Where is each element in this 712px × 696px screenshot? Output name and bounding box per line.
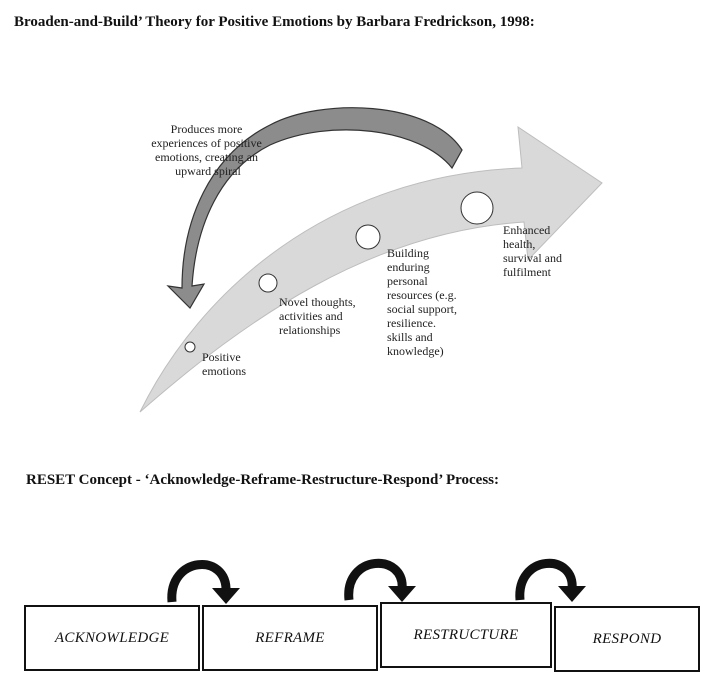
reset-arrow-2: [344, 558, 416, 602]
stage-circle-1: [184, 341, 196, 353]
broaden-build-title: Broaden-and-Build’ Theory for Positive E…: [14, 14, 535, 30]
step-restructure: RESTRUCTURE: [380, 602, 552, 668]
step-respond: RESPOND: [554, 606, 700, 672]
stage-circle-2: [258, 273, 278, 293]
reset-arrow-3: [515, 558, 586, 602]
stage-label-2: Novel thoughts, activities and relations…: [279, 295, 359, 337]
stage-circle-4: [460, 191, 494, 225]
reset-concept-title: RESET Concept - ‘Acknowledge-Reframe-Res…: [26, 472, 499, 488]
loop-label: Produces more experiences of positive em…: [151, 122, 265, 178]
stage-label-3: Building enduring personal resources (e.…: [387, 246, 460, 358]
stage-label-4: Enhanced health, survival and fulfilment: [503, 223, 565, 279]
step-reframe: REFRAME: [202, 605, 378, 671]
feedback-loop-arrow: [166, 107, 463, 309]
stage-label-1: Positive emotions: [202, 350, 246, 378]
reset-arrow-1: [167, 560, 240, 604]
stage-circle-3: [355, 224, 381, 250]
step-acknowledge: ACKNOWLEDGE: [24, 605, 200, 671]
